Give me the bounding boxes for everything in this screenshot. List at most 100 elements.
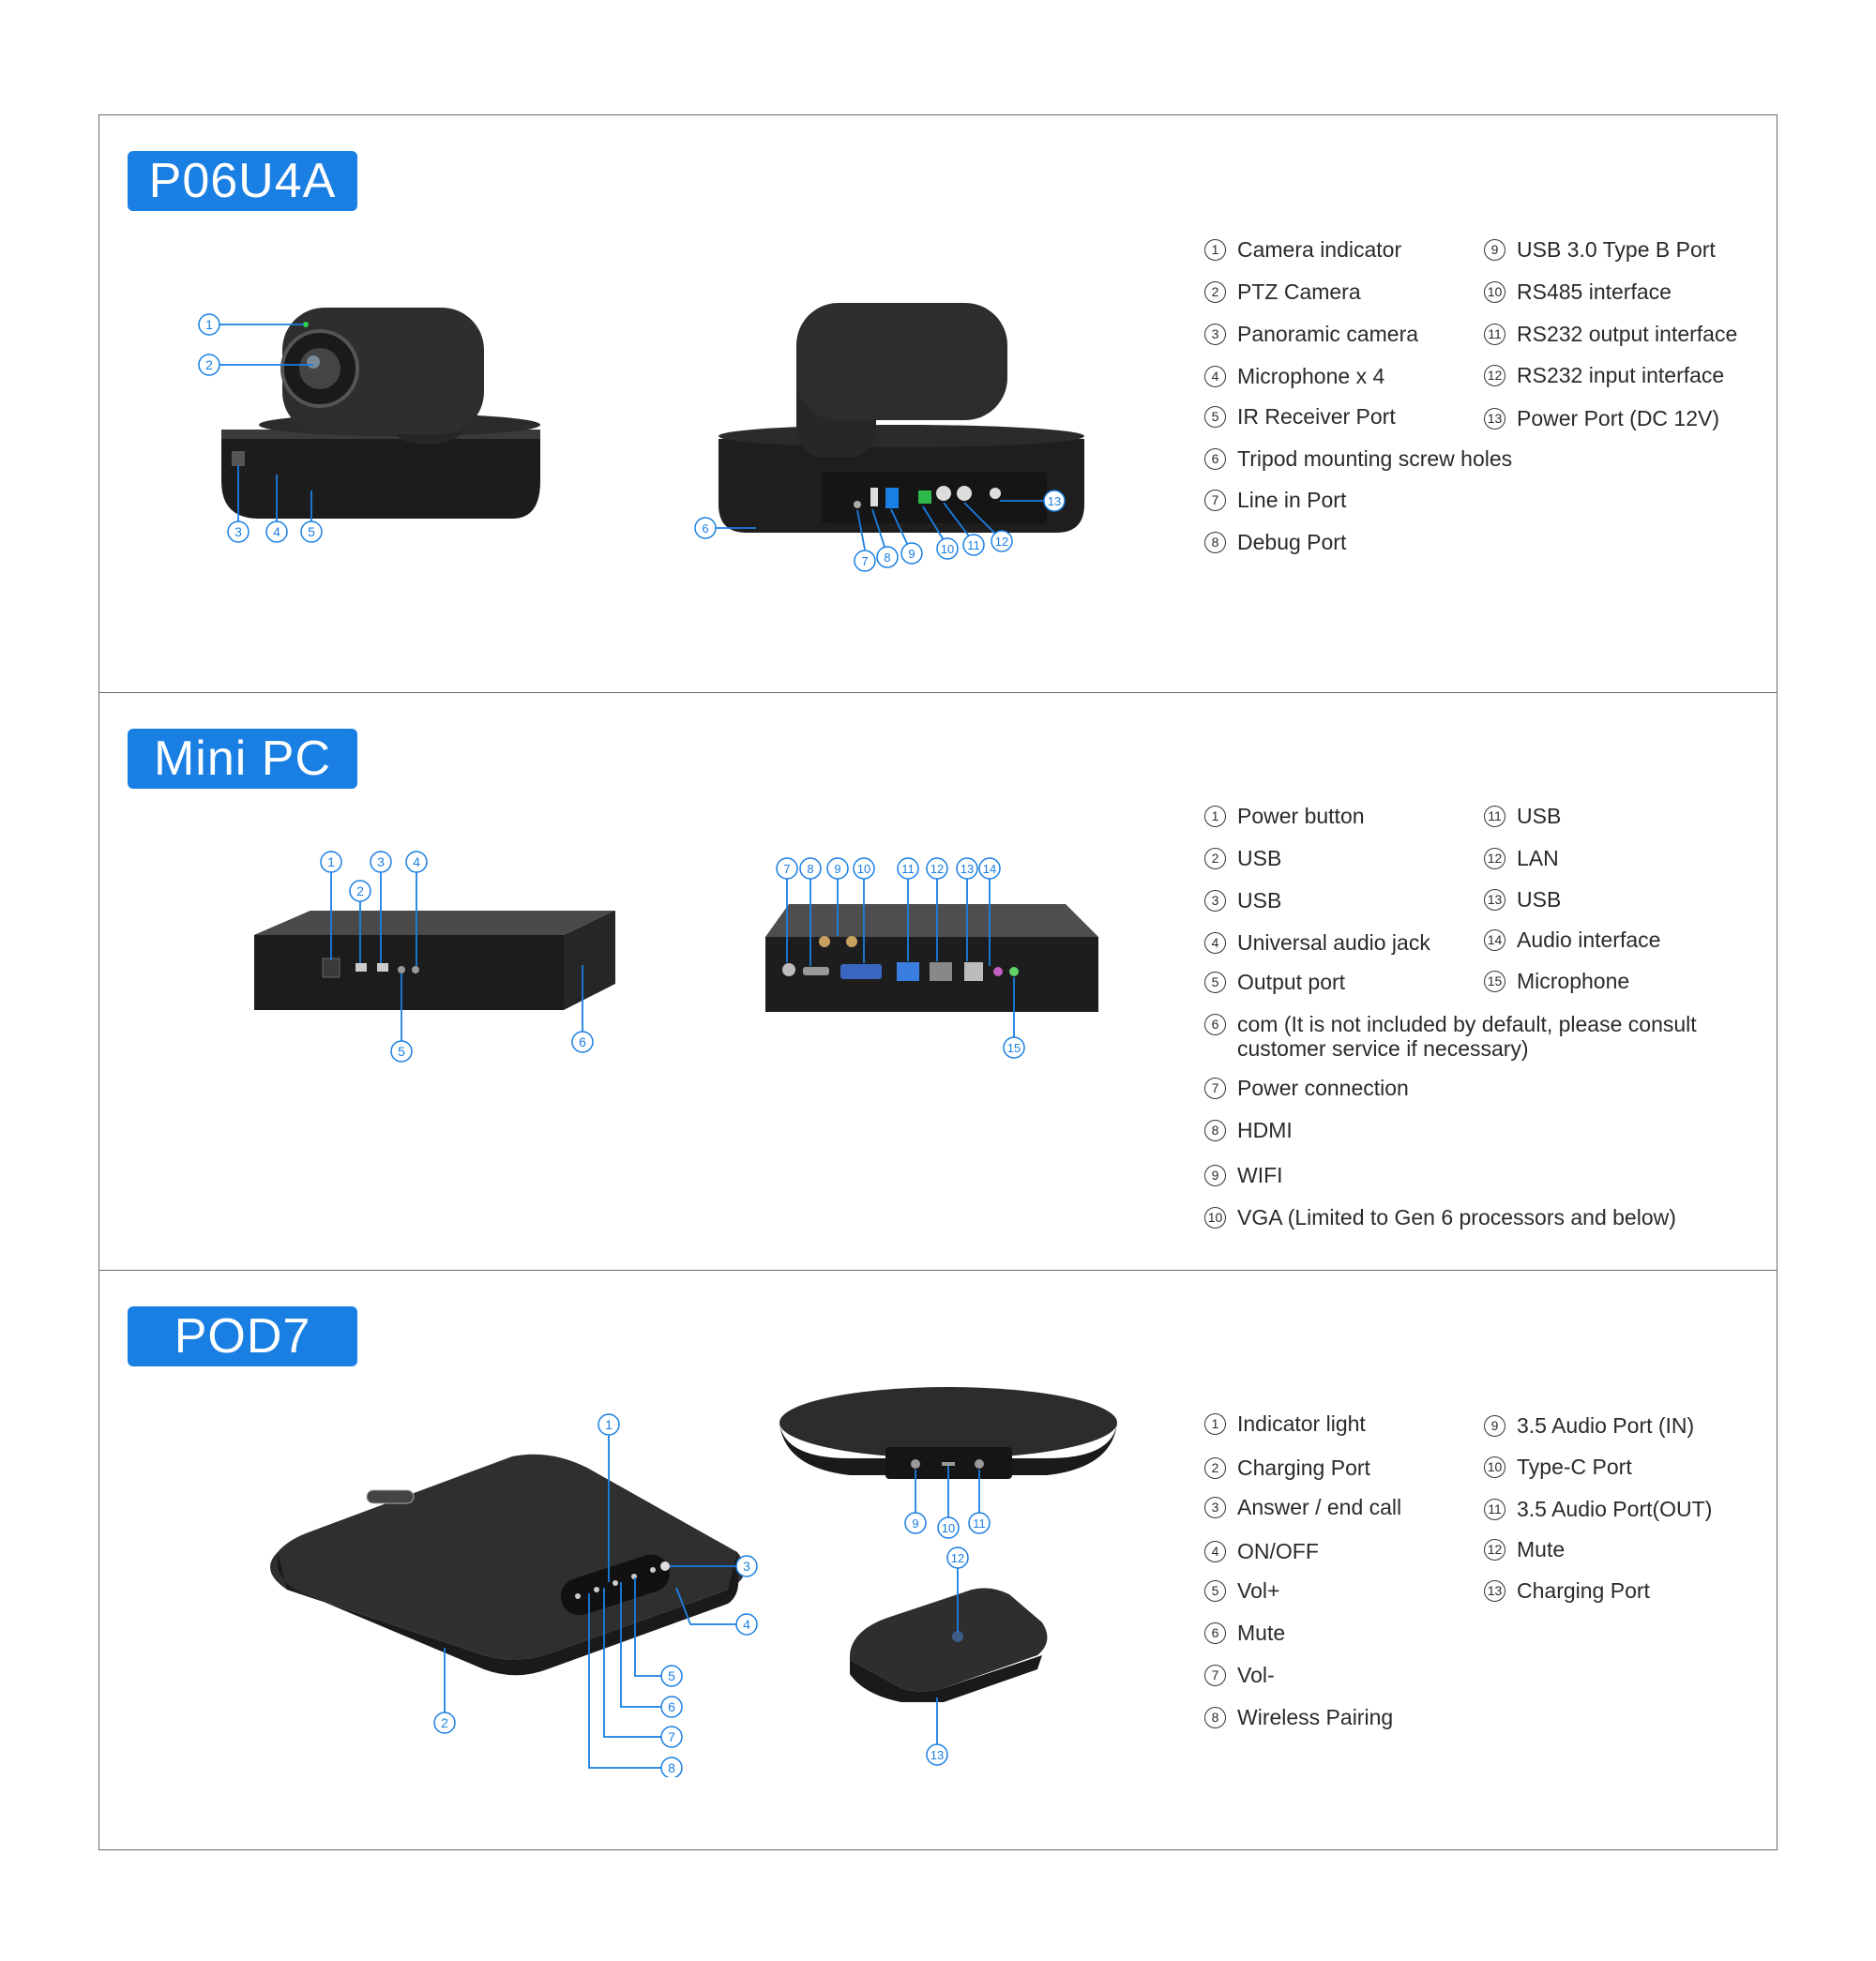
svg-text:5: 5 (308, 524, 315, 539)
legend-label: USB (1517, 804, 1562, 828)
legend-number-icon: 9 (1484, 1415, 1505, 1437)
svg-text:7: 7 (861, 554, 868, 568)
legend-label: Mute (1237, 1621, 1286, 1645)
legend-number-icon: 1 (1204, 806, 1226, 827)
legend-label: Camera indicator (1237, 237, 1402, 262)
legend-label: Indicator light (1237, 1411, 1366, 1436)
legend-label: Tripod mounting screw holes (1237, 446, 1513, 471)
svg-text:13: 13 (1048, 494, 1061, 508)
legend-number-icon: 11 (1484, 806, 1505, 827)
legend-label: USB 3.0 Type B Port (1517, 237, 1716, 262)
legend-label: Power connection (1237, 1076, 1409, 1100)
svg-text:11: 11 (967, 538, 980, 552)
legend-label: 3.5 Audio Port(OUT) (1517, 1497, 1713, 1521)
legend-number-icon: 6 (1204, 448, 1226, 470)
legend-item: 11 USB (1484, 804, 1561, 829)
legend-label: ON/OFF (1237, 1539, 1319, 1563)
legend-number-icon: 10 (1204, 1207, 1226, 1229)
legend-number-icon: 2 (1204, 848, 1226, 869)
legend-number-icon: 3 (1204, 1497, 1226, 1518)
svg-text:9: 9 (912, 1516, 918, 1531)
legend-number-icon: 12 (1484, 848, 1505, 869)
svg-text:13: 13 (961, 862, 974, 876)
legend-label: Universal audio jack (1237, 930, 1430, 955)
legend-number-icon: 7 (1204, 1665, 1226, 1686)
legend-number-icon: 7 (1204, 1078, 1226, 1099)
svg-text:13: 13 (930, 1748, 944, 1762)
legend-label: USB (1517, 887, 1562, 912)
legend-number-icon: 13 (1484, 889, 1505, 911)
svg-text:3: 3 (743, 1559, 750, 1574)
svg-text:6: 6 (668, 1699, 675, 1714)
svg-text:12: 12 (930, 862, 944, 876)
svg-text:4: 4 (273, 524, 280, 539)
legend-label: Vol+ (1237, 1578, 1280, 1603)
legend-label: IR Receiver Port (1237, 404, 1396, 429)
section-title: POD7 (128, 1306, 357, 1366)
legend-label: USB (1237, 888, 1282, 913)
svg-text:12: 12 (951, 1551, 964, 1565)
legend-number-icon: 13 (1484, 408, 1505, 430)
legend-number-icon: 5 (1204, 406, 1226, 428)
legend-number-icon: 8 (1204, 1120, 1226, 1141)
svg-text:8: 8 (807, 862, 813, 876)
svg-text:6: 6 (579, 1034, 586, 1049)
mini-pc-front-illustration: 123 456 (254, 851, 615, 1063)
svg-text:7: 7 (783, 862, 790, 876)
legend-item: 3 Answer / end call (1204, 1495, 1401, 1520)
svg-text:2: 2 (356, 883, 364, 898)
svg-text:1: 1 (205, 317, 213, 332)
svg-text:10: 10 (941, 542, 954, 556)
legend-label: Output port (1237, 970, 1346, 994)
legend-label: Wireless Pairing (1237, 1705, 1394, 1729)
svg-text:12: 12 (995, 535, 1008, 549)
legend-label: WIFI (1237, 1163, 1283, 1187)
legend-item: 7 Power connection (1204, 1076, 1409, 1101)
legend-number-icon: 3 (1204, 324, 1226, 345)
svg-text:11: 11 (901, 862, 915, 876)
legend-label: Line in Port (1237, 488, 1347, 512)
legend-item: 9 USB 3.0 Type B Port (1484, 237, 1716, 263)
legend-label: Type-C Port (1517, 1455, 1632, 1479)
legend-number-icon: 6 (1204, 1014, 1226, 1035)
legend-number-icon: 11 (1484, 324, 1505, 345)
svg-text:5: 5 (668, 1668, 675, 1683)
legend-label: Mute (1517, 1537, 1566, 1561)
legend-label: Answer / end call (1237, 1495, 1402, 1519)
svg-text:9: 9 (908, 547, 915, 561)
legend-number-icon: 15 (1484, 971, 1505, 992)
legend-number-icon: 8 (1204, 532, 1226, 553)
svg-text:3: 3 (377, 854, 385, 869)
svg-text:2: 2 (205, 357, 213, 372)
legend-number-icon: 4 (1204, 366, 1226, 387)
legend-number-icon: 13 (1484, 1580, 1505, 1602)
svg-text:1: 1 (605, 1417, 613, 1432)
legend-number-icon: 2 (1204, 1457, 1226, 1479)
legend-label: Vol- (1237, 1663, 1275, 1687)
legend-number-icon: 9 (1484, 239, 1505, 261)
